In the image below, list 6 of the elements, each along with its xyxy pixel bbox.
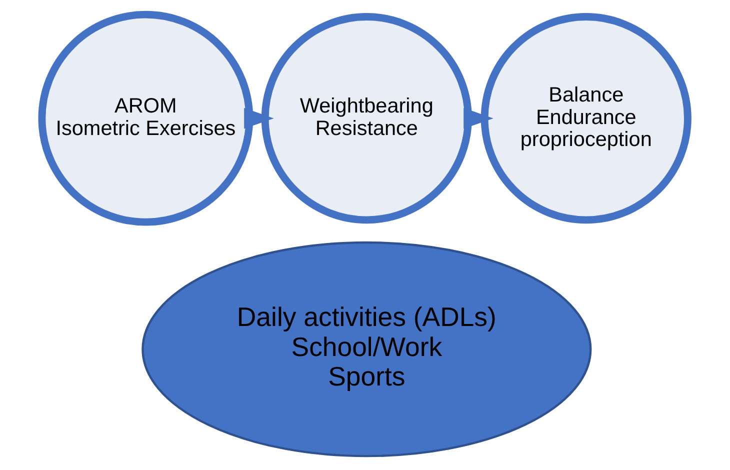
arrow [464,107,494,128]
node-circle: Balance Endurance proprioception [480,12,692,224]
node-circle: Weightbearing Resistance [261,12,472,224]
arrow [244,107,274,128]
node-circle: AROM Isometric Exercises [38,10,254,226]
node-ellipse: Daily activities (ADLs) School/Work Sports [142,240,592,457]
